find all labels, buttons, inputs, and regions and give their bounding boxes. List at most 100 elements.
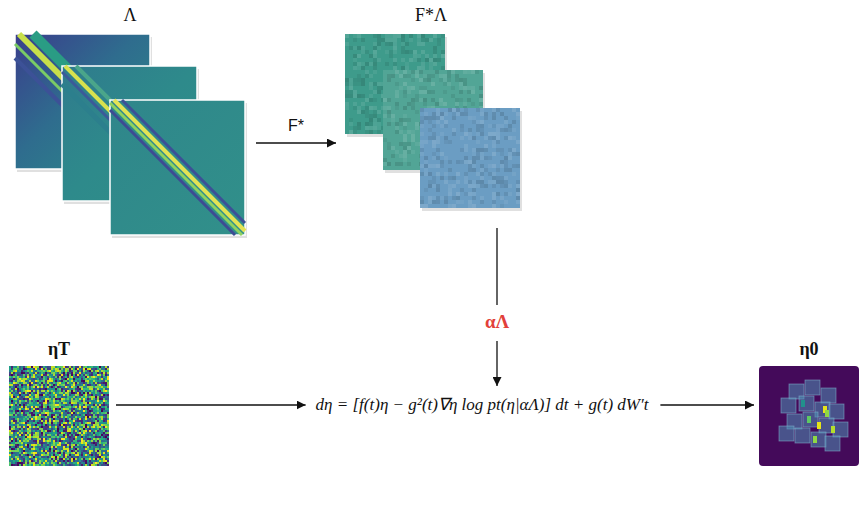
noise-cell — [405, 62, 409, 66]
noise-cell — [476, 140, 480, 144]
noise-cell — [389, 74, 393, 78]
noise-pixel — [107, 388, 109, 390]
noise-cell — [393, 66, 397, 70]
noise-cell — [357, 82, 361, 86]
noise-cell — [421, 74, 425, 78]
noise-pixel — [25, 408, 27, 410]
noise-pixel — [33, 388, 35, 390]
noise-cell — [425, 58, 429, 62]
noise-pixel — [63, 368, 65, 370]
noise-cell — [389, 126, 393, 130]
noise-pixel — [57, 402, 59, 404]
noise-cell — [475, 150, 479, 154]
noise-cell — [369, 106, 373, 110]
noise-cell — [417, 34, 421, 38]
noise-pixel — [105, 396, 107, 398]
noise-cell — [369, 94, 373, 98]
noise-pixel — [29, 384, 31, 386]
noise-cell — [496, 136, 500, 140]
noise-cell — [441, 34, 445, 38]
noise-pixel — [97, 370, 99, 372]
noise-pixel — [93, 404, 95, 406]
noise-pixel — [31, 388, 33, 390]
noise-pixel — [39, 404, 41, 406]
noise-cell — [349, 46, 353, 50]
noise-cell — [456, 160, 460, 164]
noise-pixel — [27, 386, 29, 388]
noise-pixel — [25, 394, 27, 396]
noise-pixel — [87, 398, 89, 400]
noise-cell — [476, 156, 480, 160]
noise-cell — [463, 166, 467, 170]
noise-pixel — [67, 408, 69, 410]
noise-cell — [464, 132, 468, 136]
noise-pixel — [89, 376, 91, 378]
noise-cell — [423, 162, 427, 166]
noise-pixel — [33, 394, 35, 396]
noise-pixel — [103, 380, 105, 382]
noise-cell — [459, 134, 463, 138]
noise-cell — [419, 86, 423, 90]
noise-cell — [455, 130, 459, 134]
noise-cell — [401, 102, 405, 106]
noise-cell — [429, 86, 433, 90]
heatmap-ground — [420, 108, 520, 208]
noise-pixel — [43, 376, 45, 378]
noise-cell — [395, 94, 399, 98]
noise-cell — [424, 160, 428, 164]
noise-cell — [349, 94, 353, 98]
noise-pixel — [37, 388, 39, 390]
noise-cell — [516, 152, 520, 156]
noise-pixel — [41, 396, 43, 398]
noise-cell — [409, 106, 413, 110]
noise-pixel — [13, 378, 15, 380]
noise-pixel — [61, 398, 63, 400]
noise-pixel — [21, 388, 23, 390]
noise-cell — [480, 176, 484, 180]
noise-cell — [401, 34, 405, 38]
noise-cell — [451, 86, 455, 90]
noise-pixel — [87, 368, 89, 370]
noise-pixel — [103, 372, 105, 374]
noise-pixel — [55, 402, 57, 404]
noise-pixel — [59, 376, 61, 378]
noise-pixel — [53, 380, 55, 382]
noise-pixel — [63, 384, 65, 386]
noise-cell — [447, 122, 451, 126]
noise-pixel — [81, 392, 83, 394]
noise-cell — [435, 130, 439, 134]
noise-cell — [427, 78, 431, 82]
noise-pixel — [41, 406, 43, 408]
noise-cell — [421, 34, 425, 38]
noise-pixel — [77, 368, 79, 370]
noise-cell — [479, 126, 483, 130]
noise-pixel — [17, 396, 19, 398]
noise-pixel — [47, 372, 49, 374]
noise-cell — [492, 200, 496, 204]
noise-pixel — [103, 402, 105, 404]
noise-pixel — [43, 374, 45, 376]
noise-pixel — [99, 378, 101, 380]
noise-cell — [393, 114, 397, 118]
noise-pixel — [105, 406, 107, 408]
noise-cell — [393, 110, 397, 114]
noise-pixel — [67, 380, 69, 382]
noise-pixel — [41, 374, 43, 376]
noise-pixel — [21, 372, 23, 374]
noise-cell — [417, 70, 421, 74]
noise-cell — [456, 196, 460, 200]
noise-pixel — [33, 372, 35, 374]
noise-pixel — [39, 370, 41, 372]
heatmap-band — [15, 44, 140, 169]
noise-pixel — [15, 372, 17, 374]
noise-cell — [463, 82, 467, 86]
noise-pixel — [77, 400, 79, 402]
noise-pixel — [75, 404, 77, 406]
noise-pixel — [79, 400, 81, 402]
noise-cell — [440, 176, 444, 180]
noise-cell — [428, 136, 432, 140]
noise-pixel — [73, 384, 75, 386]
noise-pixel — [37, 386, 39, 388]
noise-cell — [411, 138, 415, 142]
heatmap-band — [122, 100, 245, 223]
